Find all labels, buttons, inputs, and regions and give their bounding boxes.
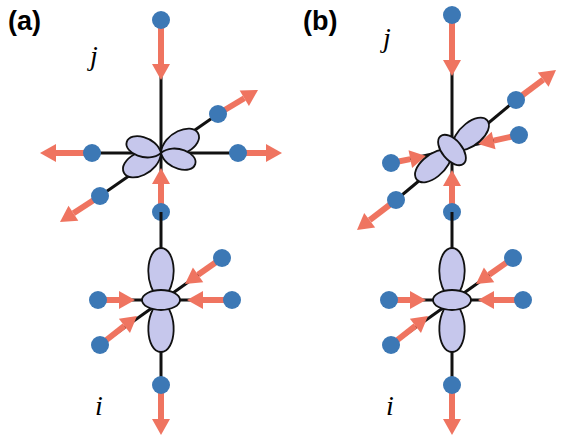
arrow-head	[357, 213, 375, 230]
oxygen-dot	[380, 291, 398, 309]
arrow-head	[185, 267, 203, 284]
oxygen-dot	[382, 336, 400, 354]
oxygen-dot	[213, 249, 231, 267]
arrow-head	[152, 168, 170, 184]
oxygen-dot	[91, 187, 109, 205]
orbital-ring	[433, 290, 471, 310]
arrow-head	[152, 419, 170, 435]
oxygen-dot	[89, 291, 107, 309]
arrow-head	[40, 144, 56, 162]
arrow-head	[478, 291, 494, 309]
oxygen-dot	[507, 91, 525, 109]
orbital-lobe	[158, 144, 198, 174]
oxygen-dot	[91, 336, 109, 354]
site-label: j	[383, 24, 391, 52]
arrow-head	[538, 70, 556, 87]
oxygen-dot	[83, 144, 101, 162]
oxygen-dot	[514, 291, 532, 309]
arrow-head	[60, 206, 78, 222]
oxygen-dot	[443, 6, 461, 24]
arrow-head	[443, 170, 461, 186]
arrow-head	[119, 291, 135, 309]
arrow-head	[443, 419, 461, 435]
oxygen-dot	[443, 376, 461, 394]
oxygen-dot	[382, 154, 400, 172]
arrow-head	[410, 291, 426, 309]
orbital-ring	[142, 290, 180, 310]
site-label: i	[95, 392, 103, 420]
arrow-head	[476, 267, 494, 284]
oxygen-dot	[152, 376, 170, 394]
oxygen-dot	[504, 249, 522, 267]
panel-letter: (b)	[303, 8, 337, 35]
oxygen-dot	[152, 11, 170, 29]
oxygen-dot	[229, 144, 247, 162]
oxygen-dot	[387, 191, 405, 209]
arrow-head	[152, 64, 170, 80]
orbital-lobe	[124, 133, 164, 163]
oxygen-dot	[223, 291, 241, 309]
arrow-head	[119, 316, 137, 333]
orbital-ring	[433, 130, 471, 170]
bond-axis	[396, 100, 516, 200]
oxygen-dot	[510, 126, 528, 144]
arrow-head	[410, 316, 428, 333]
oxygen-dot	[209, 105, 227, 123]
site-label: j	[90, 42, 98, 70]
panel-letter: (a)	[8, 8, 41, 35]
bond-axis	[100, 114, 218, 196]
arrow-head	[187, 291, 203, 309]
site-label: i	[386, 392, 394, 420]
arrow-head	[443, 60, 461, 76]
arrow-head	[240, 90, 258, 106]
arrow-head	[266, 144, 282, 162]
